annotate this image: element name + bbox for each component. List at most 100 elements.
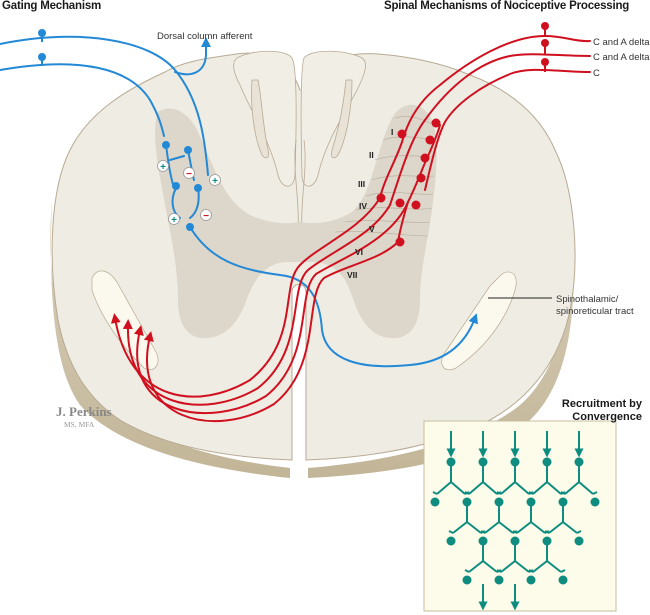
synapse-fork <box>528 569 534 573</box>
synapse-fork <box>512 530 518 534</box>
convergence-cell <box>510 457 520 467</box>
convergence-cell <box>542 457 552 467</box>
lamina-label-ii: II <box>369 150 374 160</box>
convergence-cell <box>526 497 536 507</box>
convergence-cell <box>478 536 488 546</box>
axon-branch <box>498 521 514 534</box>
gating-mechanism-title: Gating Mechanism <box>2 0 102 12</box>
gating-cell-bodies <box>38 29 202 231</box>
fiber-label-c: C <box>593 68 600 79</box>
lamina-label-i: I <box>391 127 394 137</box>
convergence-cell <box>462 497 472 507</box>
fiber-label-c-adelta-2: C and A delta <box>593 52 650 63</box>
gating-projection-fiber <box>189 226 478 368</box>
convergence-cell <box>446 536 456 546</box>
convergence-cell <box>558 497 568 507</box>
svg-text:+: + <box>171 215 177 226</box>
axon-branch <box>500 481 516 495</box>
axon-branch <box>532 560 548 573</box>
synapse-fork <box>576 530 582 534</box>
convergence-cell <box>478 457 488 467</box>
axon-branch <box>546 560 562 573</box>
projection-fiber-4 <box>143 241 399 423</box>
fiber-c <box>424 68 591 191</box>
axon-branch <box>436 481 452 495</box>
excitatory-sign-1: + <box>157 160 169 173</box>
lamina-label-vii: VII <box>347 270 358 280</box>
axon-branch <box>482 560 498 573</box>
artist-signature: J. Perkins <box>56 404 112 419</box>
dorsal-column-afferent <box>174 37 211 76</box>
spinothalamic-tract-label: Spinothalamic/ spinoreticular tract <box>556 294 634 317</box>
gating-fiber-1 <box>0 35 209 176</box>
axon-branch <box>514 481 530 495</box>
recruitment-title: Recruitment by Convergence <box>562 398 642 424</box>
convergence-cell <box>510 536 520 546</box>
dorsal-column-afferent-label: Dorsal column afferent <box>157 31 253 42</box>
convergence-cell <box>542 536 552 546</box>
axon-branch <box>452 521 468 534</box>
synapse-fork <box>496 569 502 573</box>
synapse-signs: + − + + − <box>157 160 221 226</box>
convergence-cell <box>462 575 472 585</box>
lamina-label-vi: VI <box>355 247 364 257</box>
convergence-cell <box>590 497 600 507</box>
axon-branch <box>466 521 482 534</box>
inhibitory-sign-2: − <box>200 209 212 222</box>
axon-branch <box>532 481 548 495</box>
convergence-cell <box>574 457 584 467</box>
axon-branch <box>500 560 516 573</box>
lamina-label-iv: IV <box>359 201 368 211</box>
convergence-cell <box>574 536 584 546</box>
synapse-fork <box>496 491 502 495</box>
convergence-cell <box>430 497 440 507</box>
svg-text:+: + <box>212 176 218 187</box>
svg-text:−: − <box>203 211 209 222</box>
convergence-cell <box>558 575 568 585</box>
recruitment-title-line2: Convergence <box>572 411 642 423</box>
fiber-c-adelta-1 <box>401 34 591 143</box>
right-tract-region <box>441 271 517 371</box>
synapse-fork <box>528 491 534 495</box>
convergence-network <box>430 431 600 611</box>
axon-branch <box>548 521 564 534</box>
lamina-label-iii: III <box>358 179 366 189</box>
svg-text:−: − <box>186 169 192 180</box>
synapse-fork <box>480 530 486 534</box>
synapse-fork <box>592 491 598 495</box>
axon-branch <box>530 521 546 534</box>
convergence-cell <box>494 575 504 585</box>
dorsal-columns <box>233 50 366 231</box>
axon-branch <box>514 560 530 573</box>
recruitment-title-line1: Recruitment by <box>561 398 642 410</box>
synapse-fork <box>448 530 454 534</box>
cord-gray-matter <box>155 104 437 339</box>
svg-text:+: + <box>160 162 166 173</box>
synapse-fork <box>432 491 438 495</box>
artist-degree: MS, MFA <box>64 420 95 429</box>
axon-branch <box>546 481 562 495</box>
convergence-cell <box>526 575 536 585</box>
spinal-mechanisms-title: Spinal Mechanisms of Nociceptive Process… <box>384 0 630 12</box>
convergence-cell <box>494 497 504 507</box>
axon-branch <box>468 481 484 495</box>
excitatory-sign-3: + <box>168 213 180 226</box>
convergence-cell <box>446 457 456 467</box>
synapse-fork <box>560 491 566 495</box>
synapse-fork <box>464 569 470 573</box>
axon-branch <box>578 481 594 495</box>
recruitment-inset <box>423 420 617 612</box>
axon-branch <box>450 481 466 495</box>
axon-branch <box>482 481 498 495</box>
fiber-label-c-adelta-1: C and A delta <box>593 37 650 48</box>
gating-fiber-2 <box>0 63 165 137</box>
axon-branch <box>516 521 532 534</box>
synapse-fork <box>544 530 550 534</box>
nociceptive-circuit <box>110 34 591 423</box>
axon-branch <box>562 521 578 534</box>
excitatory-sign-2: + <box>209 174 221 187</box>
fiber-c-adelta-2 <box>389 53 591 206</box>
axon-branch <box>468 560 484 573</box>
projection-fiber-2 <box>122 204 391 406</box>
